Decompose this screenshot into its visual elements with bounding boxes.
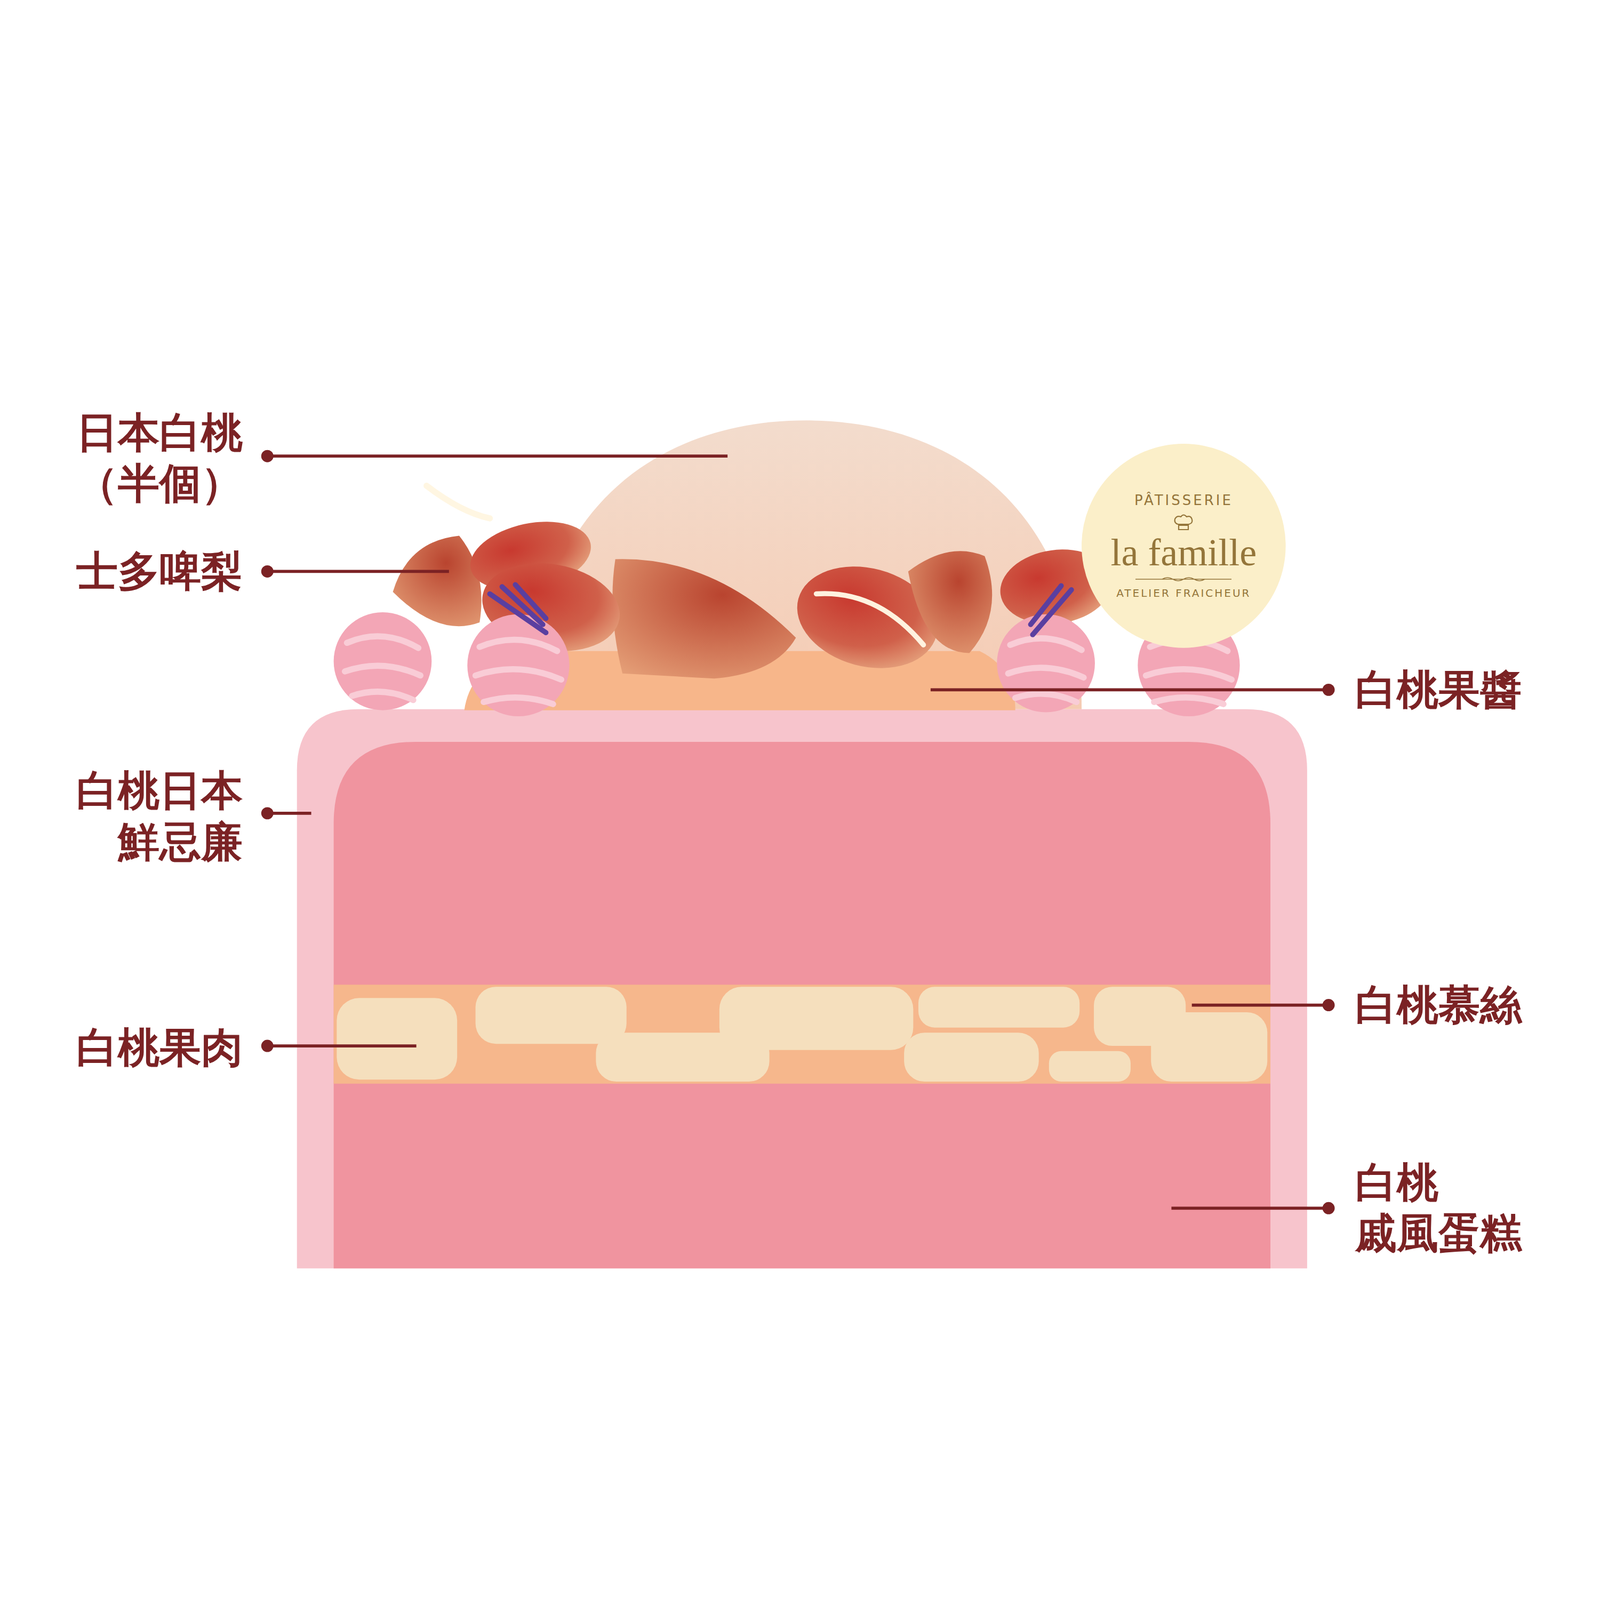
callout-label: 士多啤梨	[76, 546, 243, 597]
logo-caption: ATELIER FRAICHEUR	[1116, 586, 1251, 600]
callout-label: 日本白桃 （半個）	[76, 407, 243, 509]
flourish	[1130, 574, 1237, 584]
callout-label: 白桃慕絲	[1355, 979, 1522, 1031]
mousse-layer	[333, 984, 1271, 1084]
chiffon-sponge	[333, 741, 1271, 1269]
chef-hat-icon	[1172, 512, 1195, 532]
flower-accents	[489, 584, 1072, 635]
callout-label: 白桃 戚風蛋糕	[1355, 1157, 1522, 1259]
callout-label: 白桃果肉	[76, 1022, 243, 1074]
leader-lines	[261, 450, 1335, 1215]
logo-disc	[1081, 443, 1286, 648]
brand-name: la famille	[1110, 532, 1257, 574]
callout-label: 白桃果醬	[1355, 664, 1522, 716]
callout-label: 白桃日本 鮮忌廉	[76, 765, 243, 867]
cake-body	[297, 709, 1308, 1269]
logo-badge: PÂTISSERIE la familleATELIER FRAICHEUR	[1081, 443, 1286, 648]
peach-pieces	[336, 986, 1268, 1082]
logo-caption: PÂTISSERIE	[1134, 492, 1234, 509]
cream-coating	[297, 709, 1308, 1269]
logo-text-column: PÂTISSERIE la familleATELIER FRAICHEUR	[1081, 443, 1286, 648]
cream-rosettes	[333, 612, 1240, 717]
